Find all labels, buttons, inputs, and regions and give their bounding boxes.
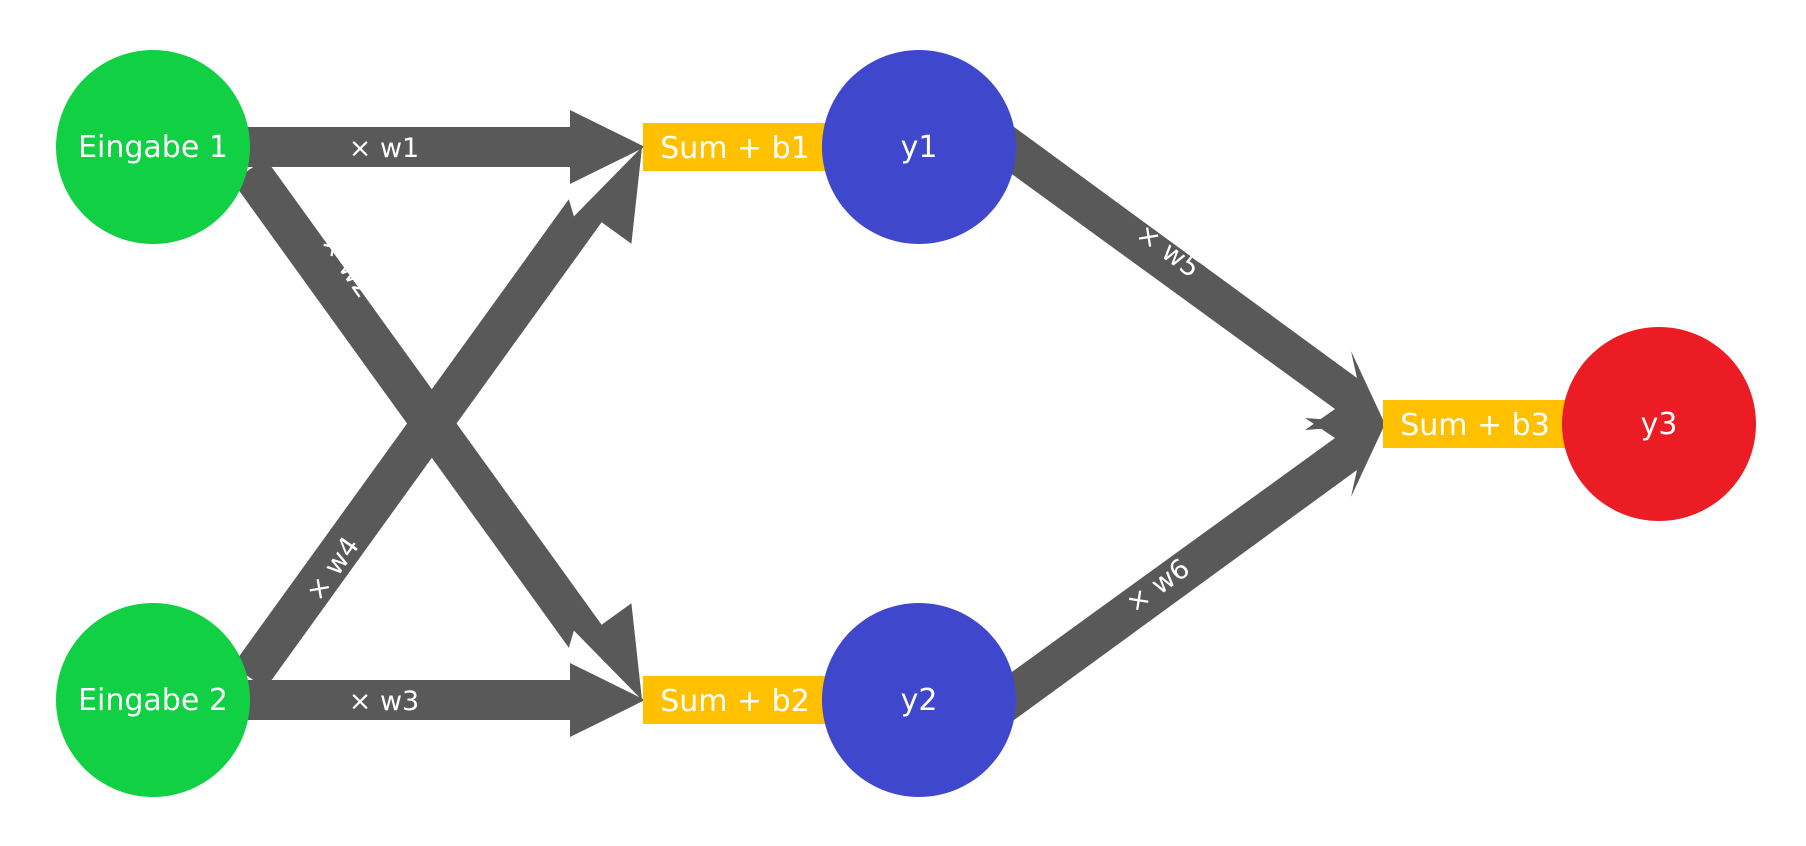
output-node-y3: y3	[1562, 327, 1756, 521]
hidden-node-y2: y2	[822, 603, 1016, 797]
sum-box-b2: Sum + b2	[643, 676, 827, 724]
sum-box-b3: Sum + b3	[1383, 400, 1567, 448]
input-node-1-label: Eingabe 1	[78, 130, 228, 165]
input-node-2: Eingabe 2	[56, 603, 250, 797]
hidden-node-y1: y1	[822, 50, 1016, 244]
hidden-node-y2-label: y2	[901, 683, 938, 718]
weight-label-w1: × w1	[349, 133, 419, 164]
hidden-node-y1-label: y1	[901, 130, 938, 165]
sum-box-b3-label: Sum + b3	[1400, 408, 1550, 443]
sum-box-b1-label: Sum + b1	[660, 131, 810, 166]
weight-label-w3: × w3	[349, 686, 419, 717]
input-node-2-label: Eingabe 2	[78, 683, 228, 718]
input-node-1: Eingabe 1	[56, 50, 250, 244]
edge-w3-arrow	[248, 663, 645, 737]
output-node-y3-label: y3	[1641, 407, 1678, 442]
sum-box-b1: Sum + b1	[643, 123, 827, 171]
edge-w4-arrow	[232, 147, 642, 689]
edges	[232, 110, 1385, 737]
edge-w5-arrow	[987, 124, 1385, 430]
edge-w1-arrow	[248, 110, 645, 184]
sum-box-b2-label: Sum + b2	[660, 684, 810, 719]
edge-w6-arrow	[987, 418, 1385, 723]
